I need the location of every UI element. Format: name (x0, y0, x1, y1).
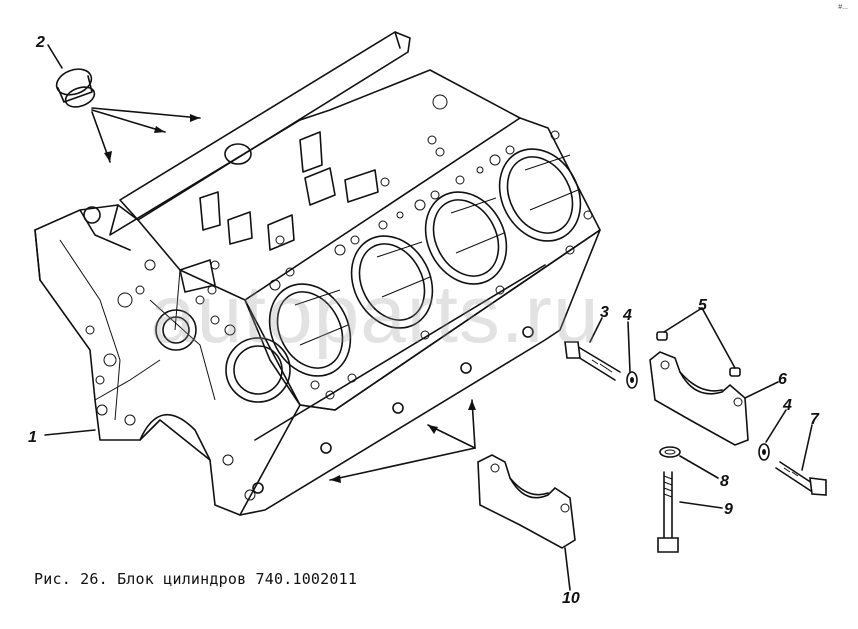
bolt-7 (775, 461, 827, 496)
skirt-holes (252, 326, 534, 494)
deck-holes (269, 130, 593, 400)
washers-4 (626, 371, 770, 461)
figure-caption: Рис. 26. Блок цилиндров 740.1002011 (34, 570, 358, 588)
callout-8: 8 (720, 473, 729, 490)
bearing-cap-10 (477, 454, 576, 549)
callout-4a: 4 (622, 307, 632, 324)
callout-4b: 4 (782, 397, 792, 414)
dowels-5 (656, 331, 741, 377)
camshaft-bushing (55, 68, 96, 108)
stud-9 (657, 471, 679, 553)
callout-7: 7 (810, 411, 820, 428)
callout-1: 1 (28, 429, 37, 446)
corner-mark: #... (838, 4, 848, 11)
callout-2: 2 (35, 34, 45, 51)
callout-6: 6 (778, 371, 787, 388)
washer-8 (659, 446, 681, 458)
cylinder-bores (268, 148, 582, 377)
callout-9: 9 (724, 501, 733, 518)
bolt-3 (564, 341, 621, 381)
callout-3: 3 (600, 304, 609, 321)
callout-5: 5 (698, 297, 708, 314)
callout-10: 10 (562, 590, 580, 607)
bearing-cap-6 (649, 351, 749, 446)
valley-features (179, 94, 448, 295)
watermark: autoparts.ru (150, 269, 600, 360)
callout-leaders (44, 44, 813, 591)
leader-lines-2 (91, 107, 201, 163)
cylinder-block (34, 31, 601, 516)
leader-lines-10 (329, 399, 476, 483)
